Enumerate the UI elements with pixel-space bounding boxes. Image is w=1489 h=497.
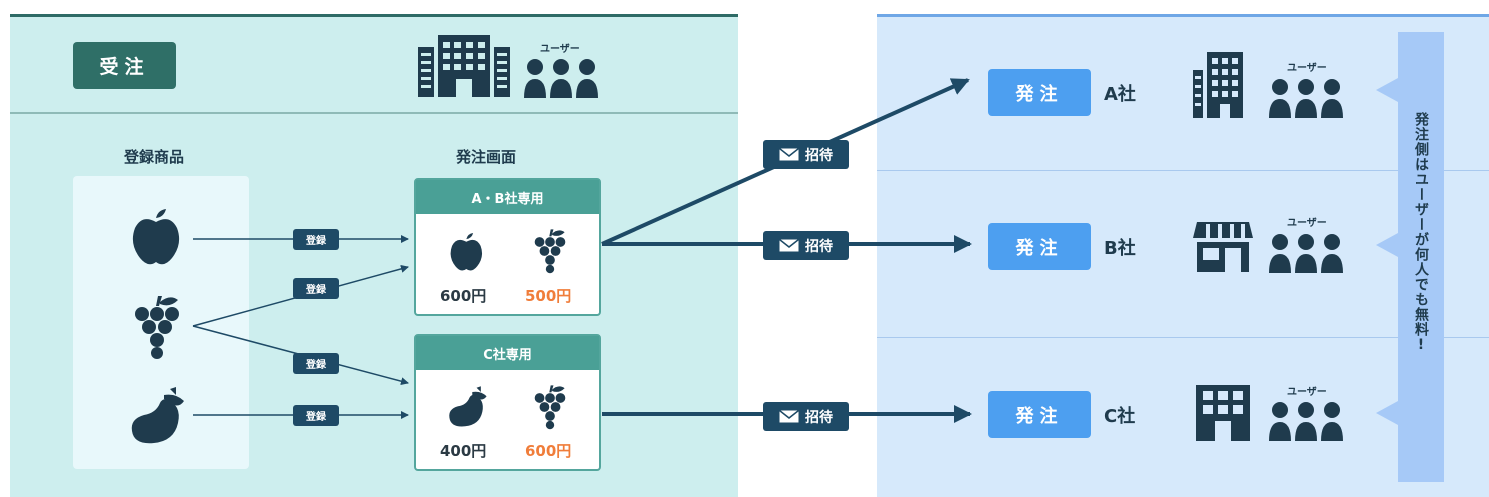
invite-label: 招待: [805, 238, 833, 255]
orderer-divider-2: [877, 337, 1489, 338]
user-label: ユーザー: [1287, 63, 1327, 74]
price-highlight: 500円: [525, 287, 572, 305]
users-icon: [1269, 402, 1343, 441]
invite-label: 招待: [805, 409, 833, 426]
price: 400円: [440, 442, 487, 460]
order-screen-label: 発注画面: [456, 148, 517, 166]
building-icon: [1196, 385, 1250, 441]
eggplant-icon: [131, 387, 184, 444]
users-icon: [524, 59, 598, 98]
invite-tag: 招待: [763, 140, 849, 169]
mail-icon: [779, 148, 799, 161]
user-label: ユーザー: [540, 44, 580, 55]
order-card-title: A・B社専用: [416, 180, 599, 214]
user-label: ユーザー: [1287, 387, 1327, 398]
users-icon: [1269, 234, 1343, 273]
users-icon: [1269, 79, 1343, 118]
place-order-button: 発注: [988, 223, 1091, 270]
invite-tag: 招待: [763, 402, 849, 431]
grape-icon: [534, 385, 566, 430]
mail-icon: [779, 239, 799, 252]
order-card-title: C社専用: [416, 336, 599, 370]
eggplant-icon: [449, 386, 487, 427]
orderer-divider-1: [877, 170, 1489, 171]
company-a-label: A社: [1104, 84, 1136, 105]
user-label: ユーザー: [1287, 218, 1327, 229]
price-highlight: 600円: [525, 442, 572, 460]
register-tag: 登録: [293, 229, 339, 250]
invite-label: 招待: [805, 147, 833, 164]
place-order-button: 発注: [988, 391, 1091, 438]
apple-icon: [132, 209, 180, 265]
order-card-ab: A・B社専用: [414, 178, 601, 316]
apple-icon: [450, 232, 483, 271]
registered-products-label: 登録商品: [124, 148, 185, 166]
office-building-icon: [1193, 52, 1243, 118]
company-b-label: B社: [1104, 238, 1136, 259]
receive-order-badge: 受注: [73, 42, 176, 89]
grape-icon: [135, 296, 179, 359]
office-building-icon: [418, 35, 510, 97]
free-users-banner: [1398, 32, 1444, 482]
mail-icon: [779, 410, 799, 423]
order-card-c: C社専用: [414, 334, 601, 471]
place-order-button: 発注: [988, 69, 1091, 116]
receiver-panel-divider: [10, 112, 738, 114]
free-users-banner-text: 発注側はユーザーが何人でも無料!: [1413, 112, 1429, 354]
company-c-label: C社: [1104, 406, 1136, 427]
price: 600円: [440, 287, 487, 305]
register-tag: 登録: [293, 353, 339, 374]
register-tag: 登録: [293, 405, 339, 426]
grape-icon: [534, 229, 566, 274]
storefront-icon: [1193, 222, 1253, 272]
invite-tag: 招待: [763, 231, 849, 260]
register-tag: 登録: [293, 278, 339, 299]
